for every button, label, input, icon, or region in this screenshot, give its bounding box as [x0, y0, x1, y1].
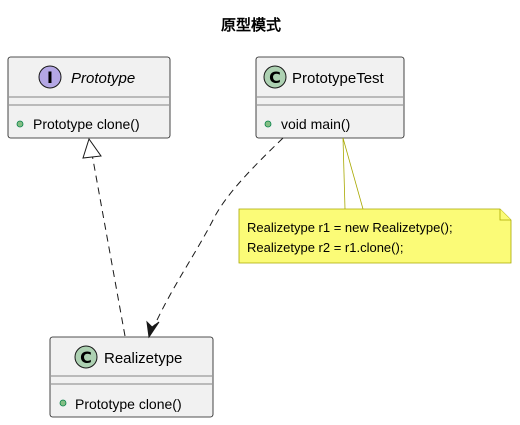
prototype-name: Prototype [71, 70, 135, 87]
interface-stereotype-icon [38, 65, 62, 89]
public-method-icon [59, 399, 67, 407]
public-method-icon [264, 120, 272, 128]
class-stereotype-letter: C [80, 348, 92, 367]
prototype-test-box-frame [255, 56, 405, 139]
class-stereotype-letter: C [269, 68, 281, 87]
note-line-2: Realizetype r2 = r1.clone(); [247, 240, 403, 255]
note-line-1: Realizetype r1 = new Realizetype(); [247, 220, 453, 235]
prototype-test-name: PrototypeTest [292, 70, 385, 87]
public-method-icon [16, 120, 24, 128]
code-note: Realizetype r1 = new Realizetype(); Real… [238, 137, 512, 264]
realizetype-method-clone: Prototype clone() [75, 396, 182, 412]
prototype-method-clone: Prototype clone() [33, 116, 140, 132]
realizetype-class-box[interactable]: C Realizetype Prototype clone() [49, 336, 214, 418]
realization-hollow-arrowhead [82, 137, 102, 159]
prototype-test-method-main: void main() [281, 116, 350, 132]
class-stereotype-icon [74, 345, 98, 369]
note-body [238, 208, 512, 264]
realization-dashed-line [91, 153, 126, 337]
realizetype-name: Realizetype [104, 350, 182, 367]
note-connector-line-2 [342, 137, 346, 210]
prototype-interface-box[interactable]: I Prototype Prototype clone() [7, 56, 171, 139]
class-stereotype-icon [263, 65, 287, 89]
diagram-title: 原型模式 [221, 16, 281, 34]
dependency-edge [146, 137, 284, 339]
note-connector-line [342, 137, 364, 210]
note-folded-corner [499, 209, 511, 221]
dependency-arrowhead [146, 320, 160, 339]
realization-edge [82, 137, 126, 337]
interface-stereotype-letter: I [47, 68, 53, 87]
dependency-dashed-line [151, 137, 284, 332]
prototype-test-class-box[interactable]: C PrototypeTest void main() [255, 56, 405, 139]
